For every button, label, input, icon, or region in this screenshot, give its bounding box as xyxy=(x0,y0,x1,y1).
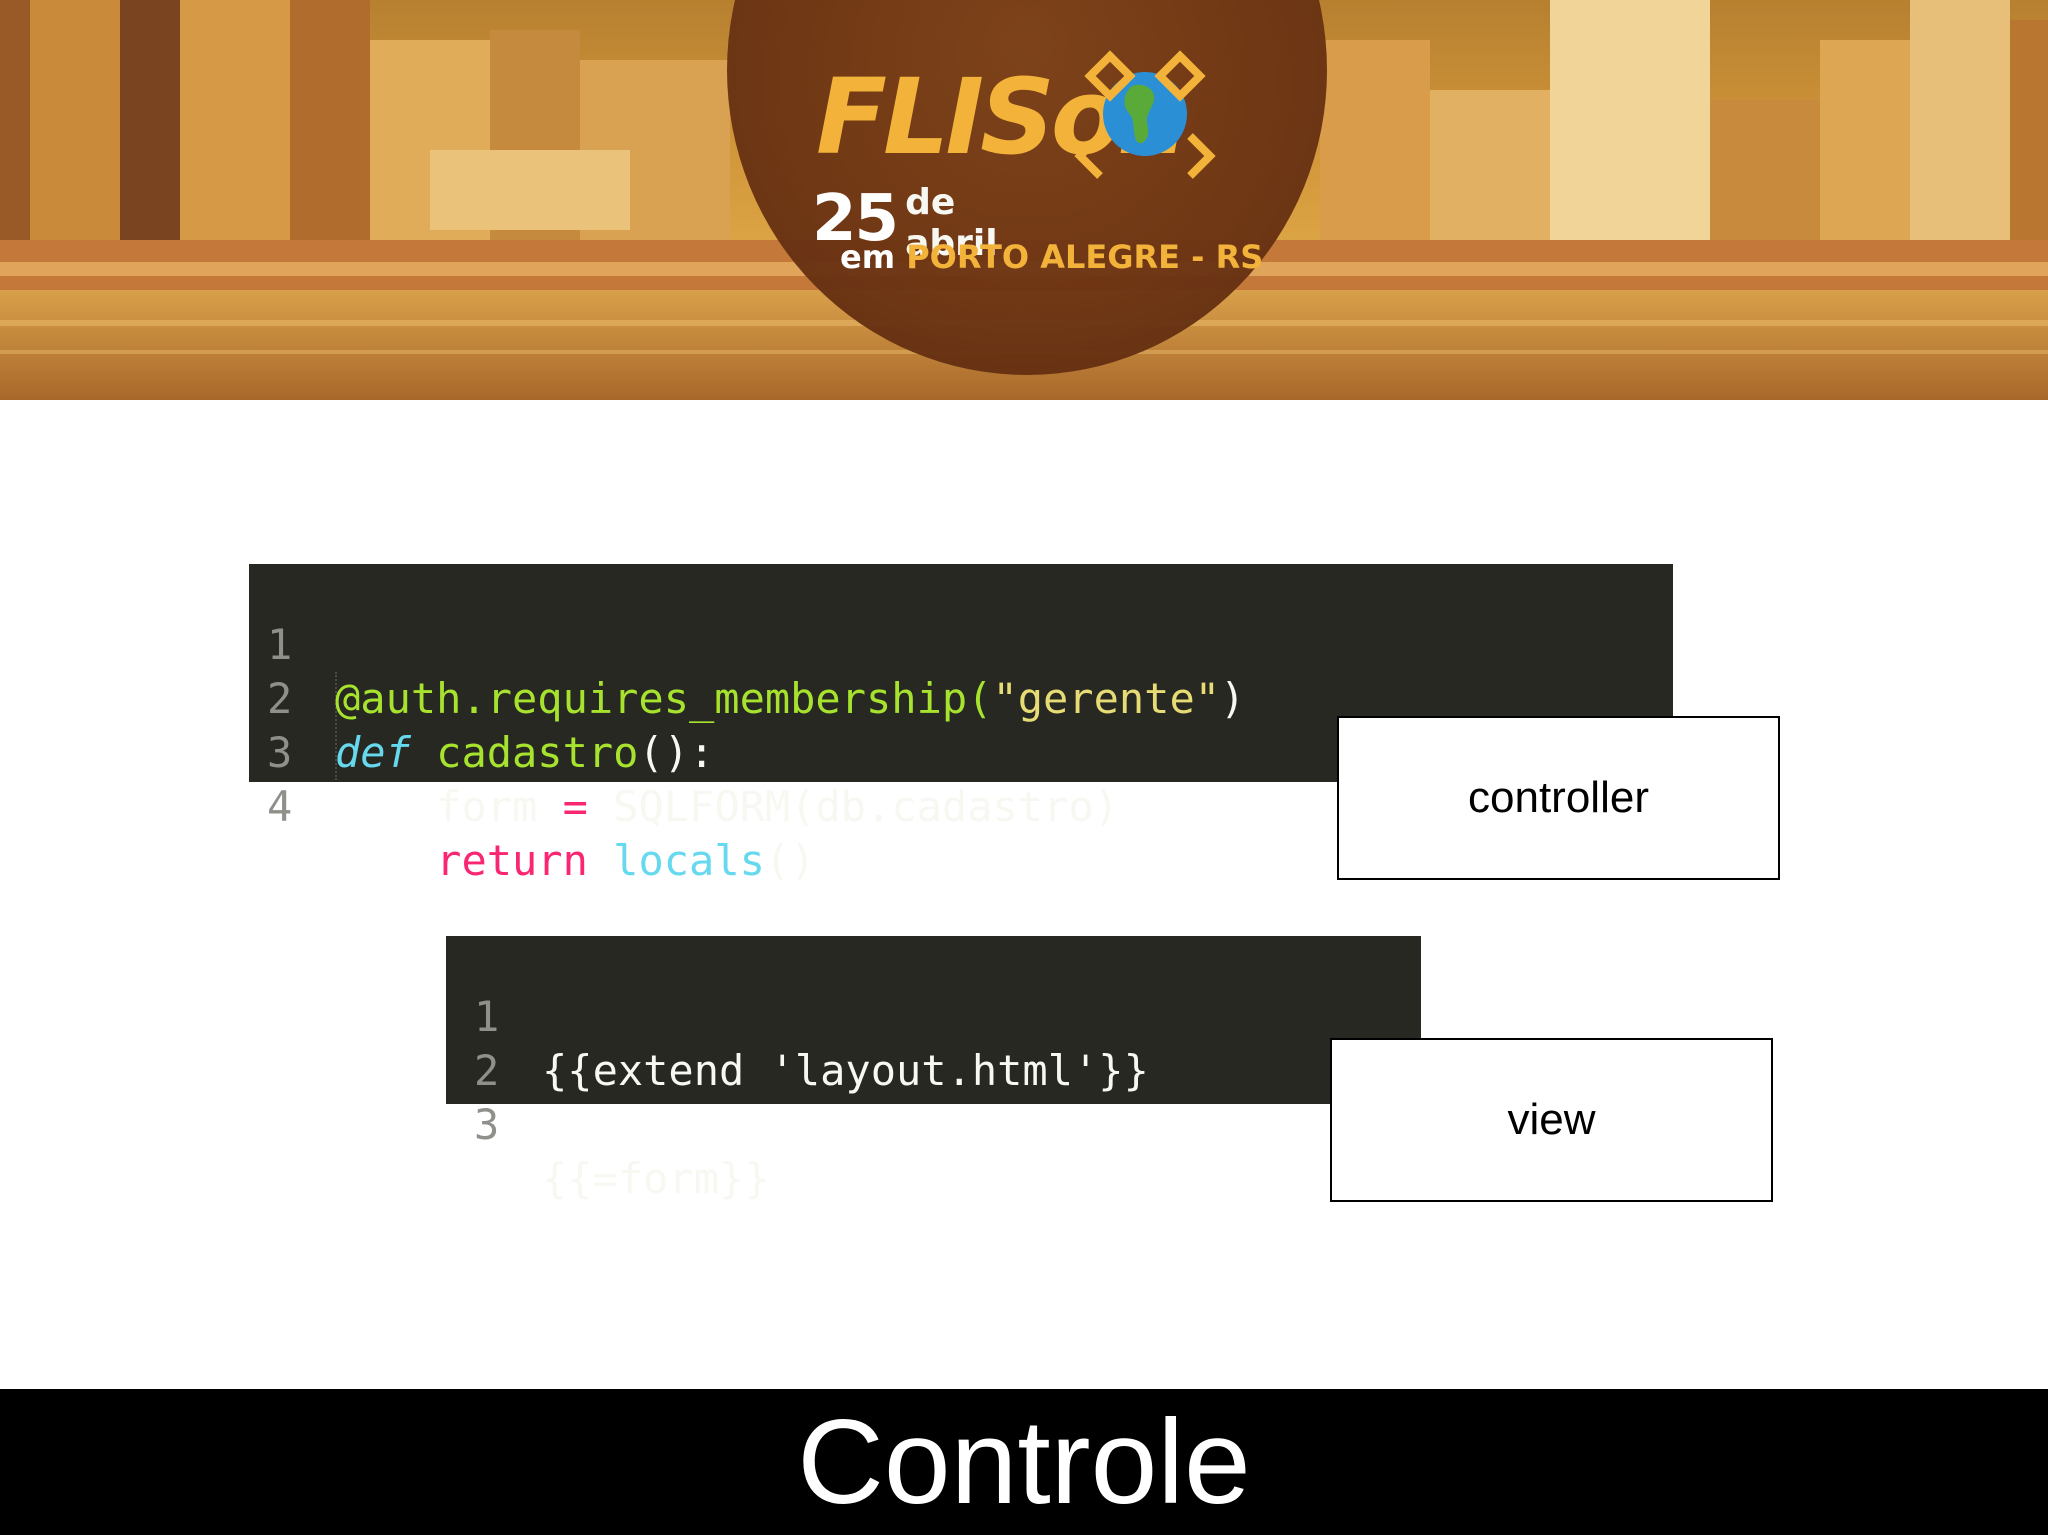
event-place-name: PORTO ALEGRE - RS xyxy=(906,238,1264,276)
line-number: 4 xyxy=(267,782,293,831)
controller-code-block: 1 @auth.requires_membership("gerente") 2… xyxy=(249,564,1673,885)
code-line-3: 3 {{=form}} xyxy=(446,1044,770,1203)
event-place-prefix: em xyxy=(840,238,896,276)
code-text: return locals() xyxy=(436,836,816,885)
line-number: 3 xyxy=(474,1100,500,1149)
title-bar: Controle xyxy=(0,1389,2048,1535)
line-number: 3 xyxy=(267,728,293,777)
line-number: 1 xyxy=(474,992,500,1041)
code-text: form = SQLFORM(db.cadastro) xyxy=(436,782,1119,831)
event-place: em PORTO ALEGRE - RS xyxy=(840,238,1263,276)
code-text: {{extend 'layout.html'}} xyxy=(542,1046,1149,1095)
code-line-1: 1 {{extend 'layout.html'}} xyxy=(446,936,1149,1095)
code-line-2: 2 def cadastro(): xyxy=(249,618,714,777)
event-day: 25 xyxy=(812,182,899,256)
code-line-2: 2 xyxy=(446,990,547,1095)
event-month: de abril xyxy=(905,182,998,264)
line-number: 2 xyxy=(267,674,293,723)
controller-label-box: controller xyxy=(1337,716,1780,880)
line-number: 1 xyxy=(267,620,293,669)
controller-label: controller xyxy=(1468,773,1649,822)
code-text: @auth.requires_membership("gerente") xyxy=(335,674,1246,723)
code-line-3: 3 form = SQLFORM(db.cadastro) xyxy=(249,672,1119,831)
view-label: view xyxy=(1507,1095,1596,1144)
view-code-block: 1 {{extend 'layout.html'}} 2 3 {{=form}} xyxy=(446,936,1421,1203)
indent-guide xyxy=(335,672,337,780)
code-text: def cadastro(): xyxy=(335,728,715,777)
slide-title: Controle xyxy=(797,1395,1251,1529)
line-number: 2 xyxy=(474,1046,500,1095)
code-line-1: 1 @auth.requires_membership("gerente") xyxy=(249,564,1245,723)
code-line-4: 4 return locals() xyxy=(249,726,815,885)
view-label-box: view xyxy=(1330,1038,1773,1202)
globe-icon xyxy=(1074,50,1216,179)
code-text: {{=form}} xyxy=(542,1154,770,1203)
